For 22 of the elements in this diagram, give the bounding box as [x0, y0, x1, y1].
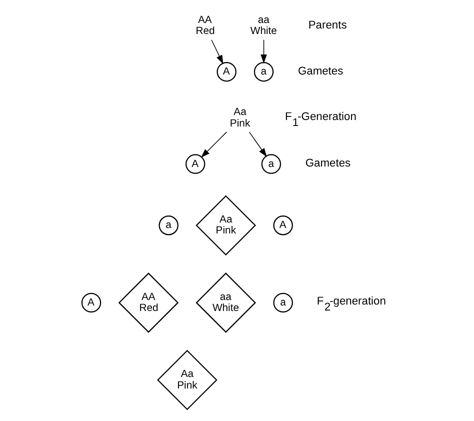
node-text: Aa Pink — [230, 107, 250, 130]
label: Parents — [308, 19, 347, 32]
node-text: AA Red — [196, 14, 215, 38]
node-circle: a — [158, 216, 178, 236]
arrow — [260, 39, 267, 64]
node-circle: a — [261, 154, 282, 174]
node-diamond: AA Red — [118, 272, 179, 333]
node-diamond: Aa Pink — [157, 350, 218, 410]
node-circle: A — [216, 62, 236, 82]
arrow — [248, 132, 267, 158]
arrow — [211, 39, 224, 64]
label: Gametes — [298, 65, 344, 78]
label: Gametes — [305, 158, 351, 170]
node-circle: A — [273, 216, 293, 236]
node-circle: a — [254, 62, 274, 82]
node-diamond: aa White — [196, 272, 256, 333]
node-text: aa White — [250, 14, 277, 38]
node-circle: A — [186, 154, 206, 174]
node-circle: A — [81, 292, 102, 313]
node-diamond: Aa Pink — [196, 195, 256, 256]
arrow — [200, 132, 227, 158]
node-circle: a — [273, 292, 293, 313]
